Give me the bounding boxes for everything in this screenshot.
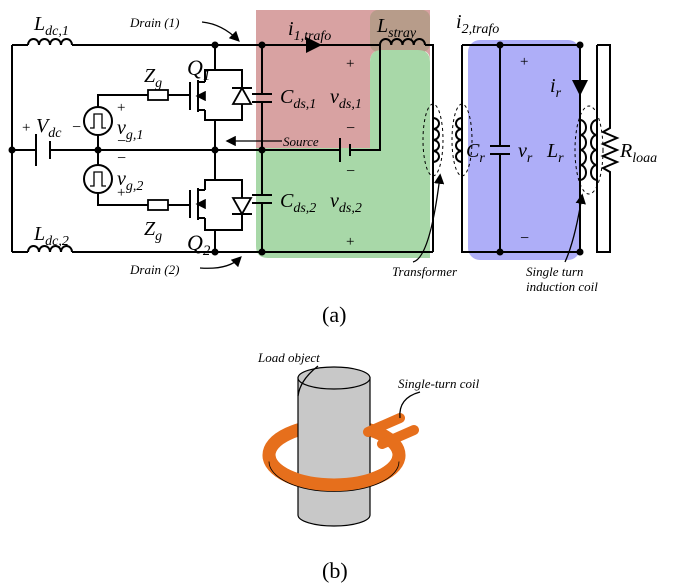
vg2-minus: −	[117, 150, 126, 167]
diode1-icon	[231, 86, 253, 105]
drain1-label: Drain (1)	[129, 15, 179, 30]
drain2-region	[256, 50, 430, 258]
Ldc2-inductor	[27, 245, 73, 253]
vds2-plus: +	[346, 234, 354, 250]
single-turn-coil-label: Single-turn coil	[398, 376, 480, 391]
vds1-minus: −	[346, 120, 355, 137]
Rload-resistor	[600, 120, 620, 180]
ir-label: ir	[550, 75, 562, 101]
drain2-label: Drain (2)	[129, 262, 179, 277]
vds2-minus: −	[346, 163, 355, 180]
Cds2-label: Cds,2	[280, 190, 316, 216]
Ldc1-label: Ldc,1	[33, 13, 69, 39]
vr-plus: +	[520, 54, 528, 70]
vdc-plus: +	[22, 120, 30, 136]
caption-a: (a)	[322, 302, 346, 327]
Vdc-label: Vdc	[36, 115, 62, 141]
Lstray-inductor	[379, 37, 426, 46]
Zg1-label: Zg	[144, 65, 162, 91]
transformer-icon	[422, 103, 473, 177]
vg1-minus: −	[117, 133, 126, 150]
junction-dots	[8, 41, 584, 256]
Q2-label: Q2	[187, 230, 211, 259]
vg2-label: vg,2	[117, 168, 143, 194]
source-battery	[339, 138, 360, 162]
i1-label: i1,trafo	[288, 18, 331, 44]
vdc-source	[35, 134, 51, 166]
Cds2-capacitor	[252, 194, 272, 204]
vr-minus: −	[520, 230, 529, 247]
Q1-mosfet	[189, 80, 206, 112]
Cds1-label: Cds,1	[280, 86, 316, 112]
coil-label-line1: Single turn	[526, 264, 583, 279]
Rload-label: Rloaa	[619, 140, 657, 166]
Cds1-capacitor	[252, 93, 272, 103]
vg1-source	[83, 106, 113, 136]
Cr-capacitor	[490, 145, 510, 155]
vg2-source	[83, 164, 113, 194]
vr-label: vr	[518, 140, 533, 166]
wires	[11, 44, 611, 253]
Cr-label: Cr	[466, 140, 485, 166]
coil-terminal-1	[363, 413, 405, 437]
Ldc2-label: Ldc,2	[33, 223, 69, 249]
induction-setup-illustration: Load object Single-turn coil	[257, 350, 480, 527]
vg1-plus: +	[117, 100, 125, 116]
source-label: Source	[283, 134, 319, 149]
resonant-region	[468, 40, 580, 260]
Q1-label: Q1	[187, 55, 210, 84]
coil-label-line2: induction coil	[526, 279, 598, 294]
Ldc1-inductor	[27, 38, 73, 46]
vg1-label: vg,1	[117, 117, 143, 143]
caption-b: (b)	[322, 558, 348, 583]
zg1-resistor	[147, 89, 169, 101]
circuit-labels: Ldc,1 Ldc,2 Drain (1) Drain (2) Source Q…	[22, 11, 657, 327]
transformer-label: Transformer	[392, 264, 458, 279]
vds1-label: vds,1	[330, 86, 362, 112]
coil-ring-front	[262, 454, 406, 492]
coil-terminal-2	[377, 425, 419, 449]
Lr-inductor	[574, 105, 604, 195]
vdc-minus: −	[72, 119, 81, 136]
vds2-label: vds,2	[330, 190, 362, 216]
vds1-plus: +	[346, 56, 354, 72]
diode2-icon	[231, 197, 253, 216]
load-cylinder	[297, 377, 371, 527]
vg2-plus: +	[117, 185, 125, 201]
Zg2-label: Zg	[144, 218, 162, 244]
zg2-resistor	[147, 199, 169, 211]
i2-label: i2,trafo	[456, 11, 499, 37]
Lr-label: Lr	[546, 140, 564, 166]
Lstray-label: Lstray	[376, 15, 417, 41]
load-object-label: Load object	[257, 350, 320, 365]
Q2-mosfet	[189, 188, 206, 220]
